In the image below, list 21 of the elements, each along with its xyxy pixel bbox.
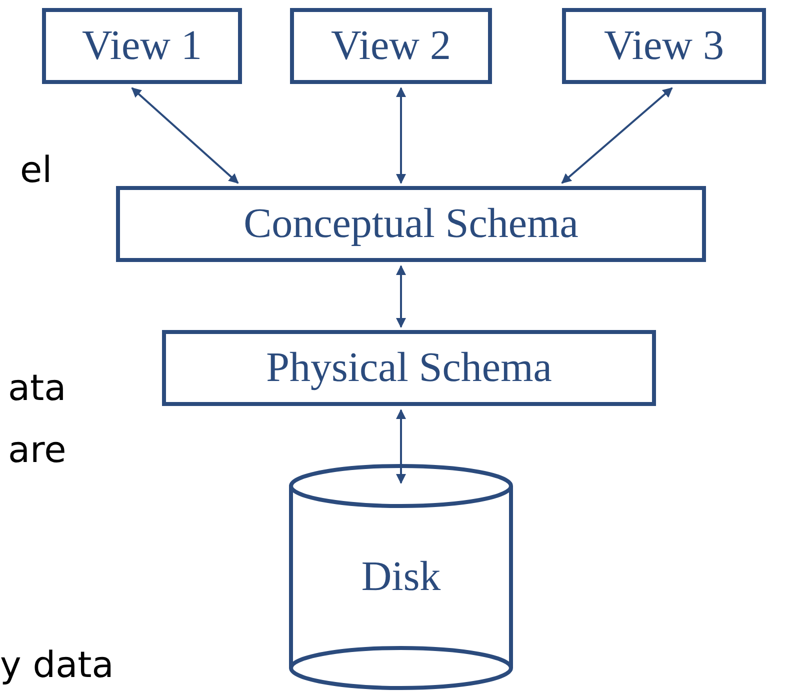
double-arrow (131, 87, 239, 184)
double-arrow (396, 87, 406, 184)
node-label: Disk (361, 553, 441, 601)
partial-text: el (20, 150, 52, 191)
double-arrow (396, 265, 406, 328)
disk-cylinder (288, 464, 514, 690)
schema-box (116, 186, 706, 262)
partial-text: ata (8, 368, 66, 409)
schema-box (290, 8, 492, 84)
double-arrow (561, 87, 673, 184)
node-label: Conceptual Schema (244, 200, 578, 248)
node-label: Physical Schema (266, 344, 552, 392)
schema-box (562, 8, 766, 84)
partial-text: y data (0, 645, 114, 686)
partial-text: are (8, 430, 66, 471)
schema-box (42, 8, 242, 84)
double-arrow (396, 409, 406, 484)
schema-box (162, 330, 656, 406)
node-label: View 1 (82, 22, 202, 70)
node-label: View 2 (331, 22, 451, 70)
node-label: View 3 (604, 22, 724, 70)
